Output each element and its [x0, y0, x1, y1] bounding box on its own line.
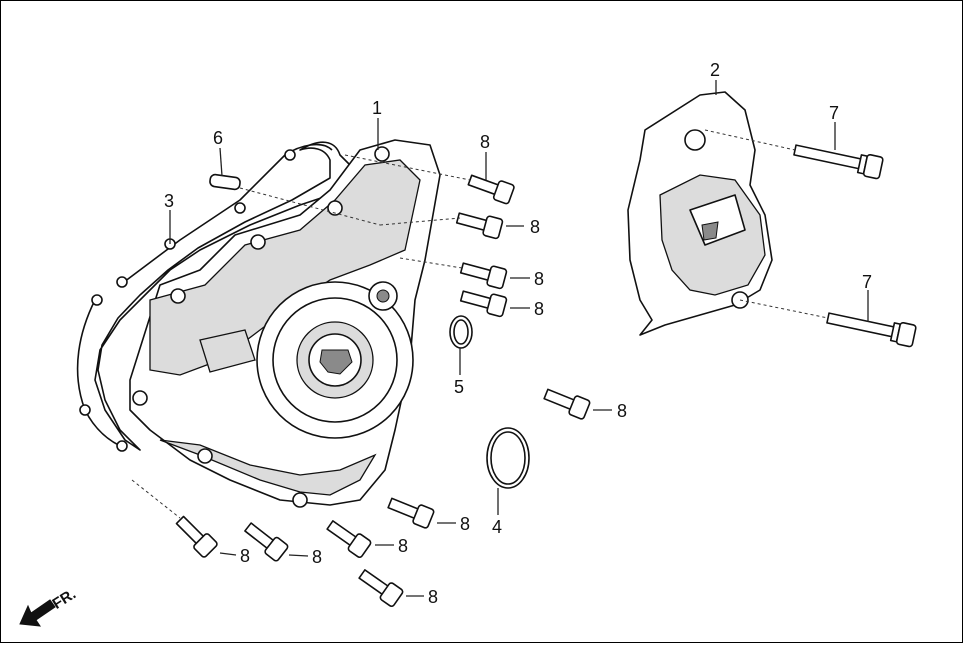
callout-5: 5 — [454, 377, 464, 397]
callout-8-h: 8 — [312, 547, 322, 567]
callout-1: 1 — [372, 98, 382, 118]
bolt-part-8-f — [387, 497, 435, 529]
callout-8-b: 8 — [530, 217, 540, 237]
leader-lines — [169, 80, 869, 597]
callout-8-a: 8 — [480, 132, 490, 152]
callout-8-e: 8 — [617, 401, 627, 421]
bolt-part-8-i — [326, 520, 372, 559]
o-ring-part-5 — [449, 315, 473, 349]
generator-cover-part-1 — [129, 139, 441, 508]
bolt-part-7-upper — [793, 144, 884, 180]
callout-4: 4 — [492, 517, 502, 537]
front-direction-label: FR. — [50, 585, 80, 612]
o-ring-part-5-inner — [453, 319, 469, 345]
callout-6: 6 — [213, 128, 223, 148]
guard-cover-part-2 — [627, 91, 773, 336]
callout-8-g: 8 — [240, 546, 250, 566]
callout-8-j: 8 — [428, 587, 438, 607]
bolt-part-8-a — [467, 174, 515, 205]
callout-3: 3 — [164, 191, 174, 211]
bolt-part-7-lower — [826, 312, 917, 348]
callout-7-upper: 7 — [829, 103, 839, 123]
o-ring-part-4-inner — [490, 431, 526, 485]
callout-7-lower: 7 — [862, 272, 872, 292]
bolt-part-8-g — [175, 515, 218, 558]
o-ring-part-4 — [486, 427, 530, 489]
callout-2: 2 — [710, 60, 720, 80]
bolt-part-8-e — [543, 388, 591, 420]
dowel-pin-part-6 — [209, 173, 241, 191]
bolt-part-8-j — [358, 569, 404, 608]
alignment-lines — [131, 129, 829, 519]
bolt-part-8-d — [459, 290, 508, 318]
front-direction-arrow-icon — [19, 599, 56, 627]
bolt-part-8-b — [455, 212, 504, 240]
bolt-part-8-c — [459, 262, 508, 290]
callout-8-d: 8 — [534, 299, 544, 319]
callout-8-f: 8 — [460, 514, 470, 534]
callout-8-i: 8 — [398, 536, 408, 556]
bolt-part-8-h — [244, 522, 289, 562]
callout-8-c: 8 — [534, 269, 544, 289]
